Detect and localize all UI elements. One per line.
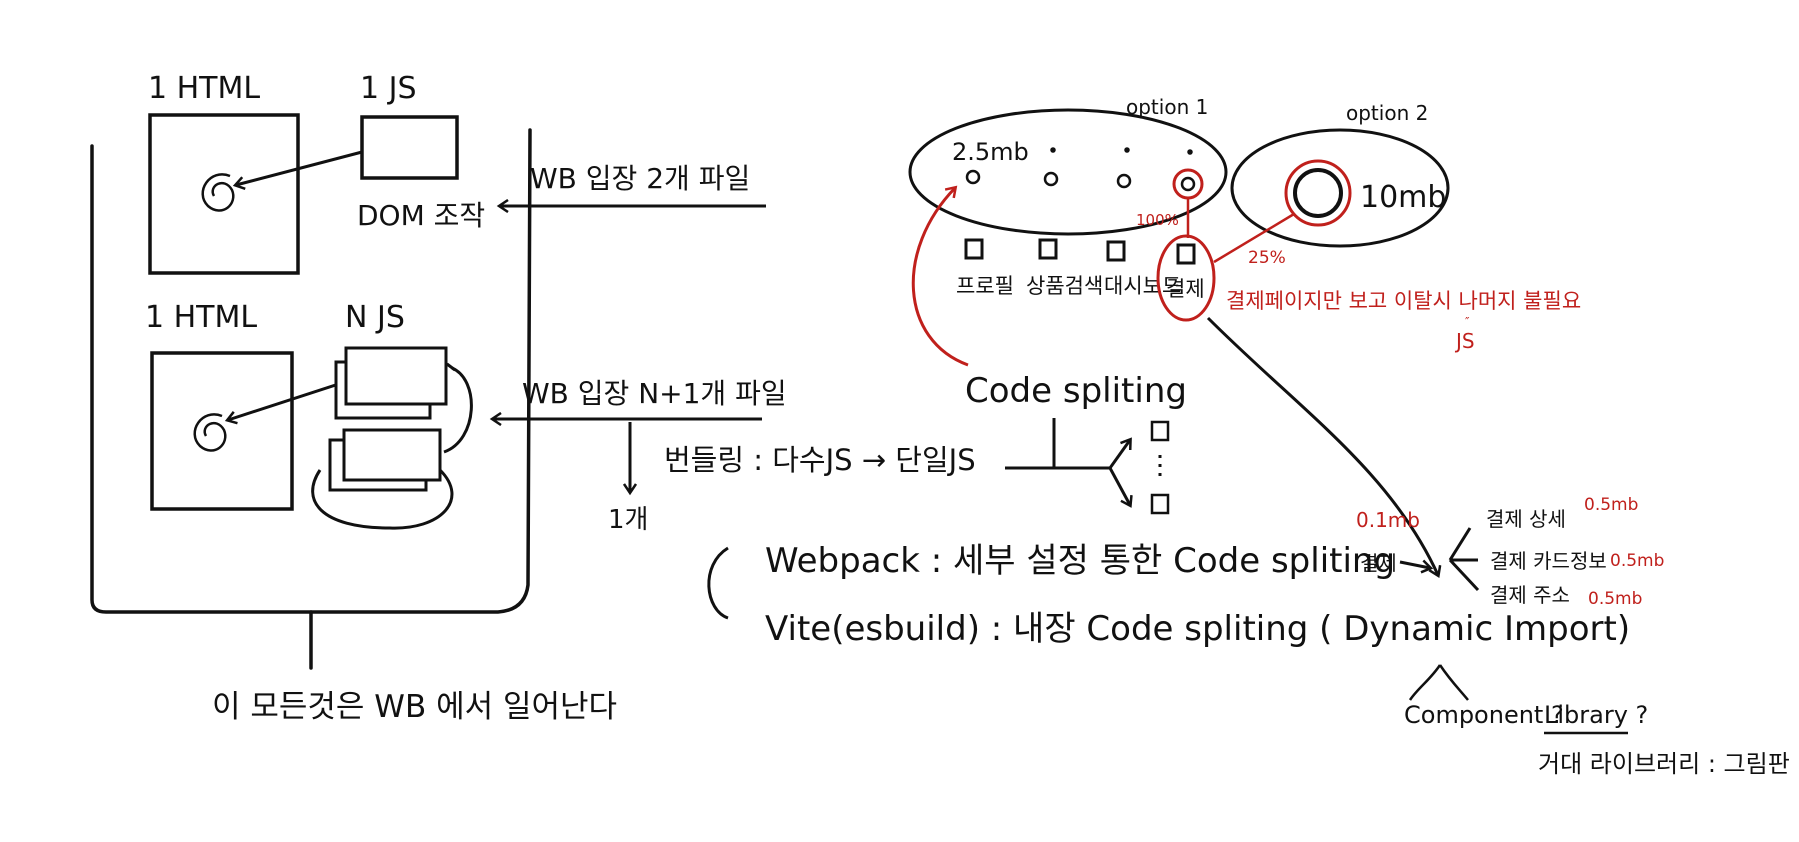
footer-label: 이 모든것은 WB 에서 일어난다 [212, 689, 617, 725]
option1-payment-highlight [1172, 168, 1204, 200]
code-split-red-arrow [911, 188, 969, 367]
page-label-search: 상품검색 [1026, 274, 1103, 298]
option2-bundle [1293, 168, 1343, 218]
option1-ellipse [908, 108, 1228, 236]
request-bottom-label: WB 입장 N+1개 파일 [522, 377, 787, 410]
option1-chunks [965, 147, 1196, 192]
option1-size: 2.5mb [952, 138, 1029, 166]
split-child-1-size: 0.5mb [1584, 495, 1638, 515]
payment-split-fork [1399, 527, 1480, 592]
split-child-2-size: 0.5mb [1610, 551, 1664, 571]
option2-size: 10mb [1360, 180, 1446, 215]
split-child-3-label: 결제 주소 [1490, 583, 1570, 607]
option1-title: option 1 [1126, 95, 1208, 119]
payment-source-size: 0.1mb [1356, 508, 1420, 532]
js-note: JS [1454, 329, 1475, 353]
component-label: Component ? [1404, 701, 1564, 729]
bottom-js-label: N JS [345, 300, 405, 335]
option1-percent: 100% [1136, 211, 1179, 229]
one-file-label: 1개 [608, 505, 648, 535]
top-js-box [360, 115, 459, 180]
top-js-label: 1 JS [360, 71, 417, 106]
page-label-profile: 프로필 [956, 274, 1014, 298]
dynamic-import-branches [1408, 664, 1628, 735]
payment-source-label: 결제 [1360, 551, 1397, 575]
payment-to-split-arrow [1206, 316, 1438, 575]
page-label-dashboard: 대시보드 [1104, 274, 1181, 298]
code-split-fork [1005, 418, 1170, 515]
bundling-label: 번들링 : 다수JS → 단일JS [664, 443, 976, 477]
bottom-html-box [150, 351, 349, 511]
browser-frame [90, 128, 532, 670]
option2-highlight [1284, 159, 1352, 227]
code-splitting-label: Code spliting [965, 371, 1187, 411]
option2-ellipse [1230, 128, 1450, 248]
top-html-box [148, 113, 363, 275]
split-child-3-size: 0.5mb [1588, 589, 1642, 609]
split-child-2-label: 결제 카드정보 [1490, 549, 1607, 573]
vite-label: Vite(esbuild) : 내장 Code spliting ( Dynam… [765, 609, 1630, 649]
option2-percent: 25% [1248, 248, 1286, 268]
option2-connector [1213, 212, 1295, 264]
page-squares [964, 238, 1196, 265]
dom-label: DOM 조작 [357, 199, 485, 232]
big-library-label: 거대 라이브러리 : 그림판 [1538, 750, 1790, 778]
bottom-html-label: 1 HTML [145, 300, 257, 335]
webpack-label: Webpack : 세부 설정 통한 Code spliting [765, 541, 1395, 581]
option2-title: option 2 [1346, 101, 1428, 125]
stacked-js-files [311, 346, 473, 530]
payment-page-highlight [1156, 234, 1216, 322]
tools-brace [707, 546, 729, 620]
payment-note: 결제페이지만 보고 이탈시 나머지 불필요 [1226, 289, 1581, 313]
library-label: Library ? [1544, 701, 1648, 729]
request-top-label: WB 입장 2개 파일 [530, 162, 750, 195]
top-html-label: 1 HTML [148, 71, 260, 106]
js-note-marker: ″ [1465, 315, 1470, 329]
page-label-payment: 결제 [1166, 277, 1205, 301]
split-child-1-label: 결제 상세 [1486, 507, 1566, 531]
